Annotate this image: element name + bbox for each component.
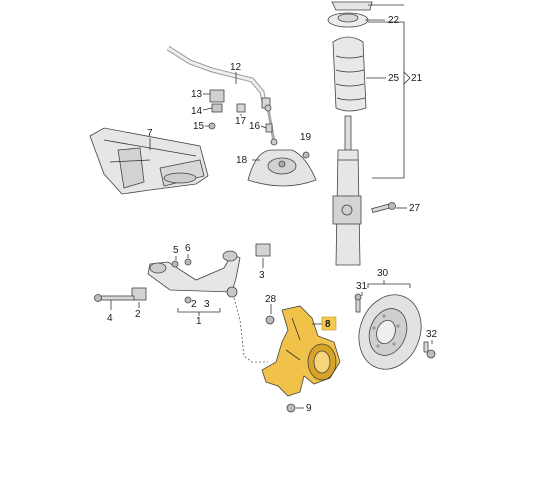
- control-arm-1: [131, 243, 271, 304]
- part-number-32: 32: [426, 329, 438, 340]
- coupling-rod-16: [264, 104, 278, 146]
- part-number-2-left: 2: [135, 309, 141, 320]
- part-number-13: 13: [191, 89, 203, 100]
- strut-assembly: [327, 1, 373, 266]
- part-number-9: 9: [306, 403, 312, 414]
- part-number-28: 28: [265, 294, 277, 305]
- part-number-18: 18: [236, 155, 248, 166]
- part-number-16: 16: [249, 121, 261, 132]
- part-number-19: 19: [300, 132, 312, 143]
- part-number-27: 27: [409, 203, 421, 214]
- part-number-21: 21: [411, 73, 423, 84]
- part-number-12: 12: [230, 62, 242, 73]
- subframe-7: [89, 127, 209, 195]
- highlight-badge-8: [321, 316, 337, 331]
- brake-disc-30: [358, 294, 422, 370]
- part-number-4: 4: [107, 313, 113, 324]
- part-number-14: 14: [191, 106, 203, 117]
- mounting-18: [247, 149, 317, 187]
- part-number-22: 22: [388, 15, 400, 26]
- stabilizer-bar: [166, 45, 271, 113]
- part-number-25: 25: [388, 73, 400, 84]
- bolt-27: [371, 202, 396, 214]
- part-number-30: 30: [377, 268, 389, 279]
- part-number-3-bracket: 3: [204, 299, 210, 310]
- wheel-bearing-housing-8: [261, 305, 341, 397]
- part-number-3-right: 3: [259, 270, 265, 281]
- part-number-2-bracket: 2: [191, 299, 197, 310]
- part-number-8: 8: [325, 319, 331, 330]
- part-number-6: 6: [185, 243, 191, 254]
- part-number-17: 17: [235, 116, 247, 127]
- part-number-31: 31: [356, 281, 368, 292]
- part-number-1: 1: [196, 316, 202, 327]
- part-number-5: 5: [173, 245, 179, 256]
- part-number-7: 7: [147, 128, 153, 139]
- part-number-15: 15: [193, 121, 205, 132]
